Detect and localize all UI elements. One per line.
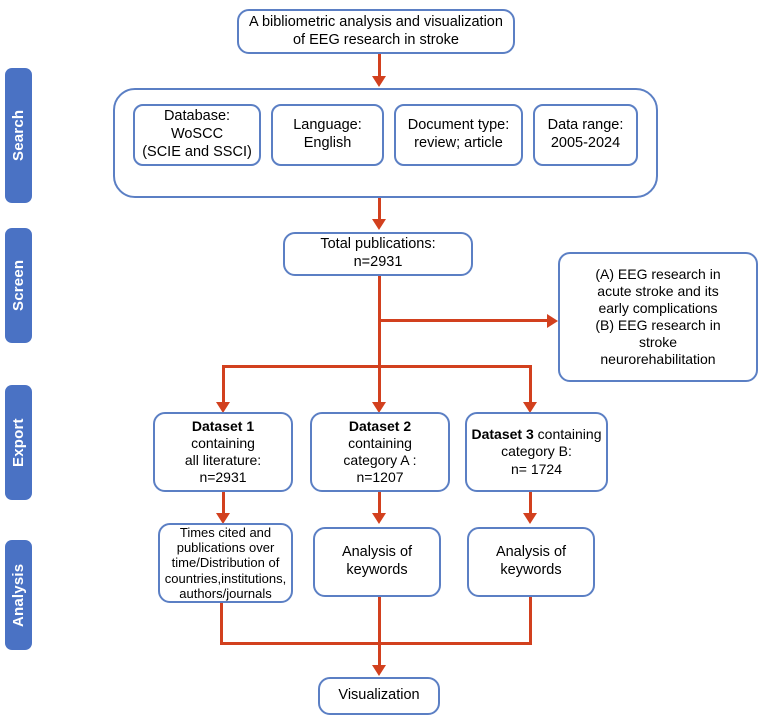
- criteria-box-language: Language: English: [271, 104, 384, 166]
- connector-analysis-1-drop: [220, 603, 223, 645]
- connector-dataset-1-to-analysis-1: [222, 492, 225, 514]
- arrow-dataset-1-to-analysis-1: [216, 513, 230, 524]
- total-publications-line-2: n=2931: [353, 254, 403, 270]
- visualization-box: Visualization: [318, 677, 440, 715]
- connector-splitter-right-drop: [529, 365, 532, 410]
- dataset-1-line-2: all literature:: [184, 452, 262, 468]
- analysis-3-line-2: keywords: [500, 562, 562, 578]
- analysis-3-line-1: Analysis of: [495, 544, 567, 561]
- arrow-splitter-to-dataset-1: [216, 402, 230, 413]
- dataset-2-line-2: category A :: [343, 452, 417, 468]
- analysis-1-line-4: countries,institutions,: [164, 570, 287, 586]
- analysis-box-2: Analysis of keywords: [313, 527, 441, 597]
- analysis-2-line-2: keywords: [346, 562, 408, 578]
- criteria-database-line-2: WoSCC: [170, 126, 224, 143]
- connector-splitter-left-drop: [222, 365, 225, 410]
- title-line-2: of EEG research in stroke: [292, 31, 459, 48]
- dataset-2-line-3: n=1207: [356, 469, 404, 486]
- stage-tab-analysis-label: Analysis: [10, 563, 27, 627]
- criteria-box-data-range: Data range: 2005-2024: [533, 104, 638, 166]
- stage-tab-search-label: Search: [10, 109, 27, 162]
- connector-total-to-categories: [378, 319, 550, 322]
- dataset-box-2: Dataset 2 containing category A : n=1207: [310, 412, 450, 492]
- connector-total-spine: [378, 276, 381, 410]
- connector-dataset-2-to-analysis-2: [378, 492, 381, 514]
- categories-line-6: neurorehabilitation: [600, 351, 716, 368]
- criteria-box-document-type: Document type: review; article: [394, 104, 523, 166]
- criteria-language-line-1: Language:: [293, 117, 362, 134]
- connector-search-to-total: [378, 198, 381, 222]
- criteria-box-database: Database: WoSCC (SCIE and SSCI): [133, 104, 261, 166]
- dataset-3-rest: containing: [533, 426, 602, 443]
- dataset-1-rest: containing: [191, 434, 255, 451]
- criteria-database-line-1: Database:: [163, 108, 231, 125]
- dataset-3-bold: Dataset 3: [471, 426, 534, 443]
- categories-box: (A) EEG research in acute stroke and its…: [558, 252, 758, 382]
- dataset-1-bold: Dataset 1: [191, 417, 255, 434]
- dataset-3-line-2: category B:: [501, 443, 572, 460]
- dataset-2-bold: Dataset 2: [348, 417, 412, 434]
- arrow-dataset-3-to-analysis-3: [523, 513, 537, 524]
- connector-merge-bar: [220, 642, 532, 645]
- stage-tab-export: Export: [5, 385, 32, 500]
- analysis-2-line-1: Analysis of: [341, 544, 413, 561]
- categories-line-3: early complications: [598, 299, 718, 316]
- criteria-data-range-line-2: 2005-2024: [550, 135, 621, 151]
- arrow-splitter-to-dataset-3: [523, 402, 537, 413]
- categories-line-1: (A) EEG research in: [595, 265, 721, 282]
- arrow-merge-to-visualization: [372, 665, 386, 676]
- connector-dataset-3-to-analysis-3: [529, 492, 532, 514]
- dataset-1-line-3: n=2931: [199, 469, 247, 486]
- total-publications-line-1: Total publications:: [320, 236, 436, 253]
- visualization-label: Visualization: [338, 687, 420, 704]
- analysis-box-3: Analysis of keywords: [467, 527, 595, 597]
- dataset-box-3: Dataset 3 containing category B: n= 1724: [465, 412, 608, 492]
- analysis-1-line-1: Times cited and: [179, 524, 272, 540]
- criteria-document-type-line-1: Document type:: [407, 117, 510, 134]
- dataset-3-line-3: n= 1724: [511, 460, 562, 477]
- criteria-database-line-3: (SCIE and SSCI): [142, 143, 252, 160]
- stage-tab-screen-label: Screen: [10, 259, 27, 312]
- arrow-dataset-2-to-analysis-2: [372, 513, 386, 524]
- arrow-total-to-dataset-2: [372, 402, 386, 413]
- connector-merge-to-visualization: [378, 597, 381, 673]
- stage-tab-export-label: Export: [10, 418, 27, 467]
- arrow-search-to-total: [372, 219, 386, 230]
- arrow-title-to-search: [372, 76, 386, 87]
- connector-title-to-search: [378, 54, 381, 79]
- total-publications-box: Total publications: n=2931: [283, 232, 473, 276]
- categories-line-5: stroke: [638, 334, 678, 351]
- connector-analysis-3-drop: [529, 597, 532, 645]
- connector-dataset-splitter: [222, 365, 531, 368]
- dataset-box-1: Dataset 1 containing all literature: n=2…: [153, 412, 293, 492]
- dataset-2-rest: containing: [348, 434, 412, 451]
- criteria-language-line-2: English: [303, 135, 352, 151]
- title-box: A bibliometric analysis and visualizatio…: [237, 9, 515, 54]
- stage-tab-search: Search: [5, 68, 32, 203]
- criteria-data-range-line-1: Data range:: [547, 117, 624, 134]
- analysis-box-1: Times cited and publications over time/D…: [158, 523, 293, 603]
- arrow-total-to-categories: [547, 314, 558, 328]
- criteria-document-type-line-2: review; article: [414, 135, 503, 151]
- analysis-1-line-3: time/Distribution of: [171, 555, 280, 571]
- stage-tab-analysis: Analysis: [5, 540, 32, 650]
- title-line-1: A bibliometric analysis and visualizatio…: [249, 13, 503, 30]
- analysis-1-line-5: authors/journals: [179, 586, 272, 601]
- categories-line-4: (B) EEG research in: [595, 317, 721, 333]
- analysis-1-line-2: publications over: [176, 540, 275, 556]
- stage-tab-screen: Screen: [5, 228, 32, 343]
- categories-line-2: acute stroke and its: [597, 282, 719, 299]
